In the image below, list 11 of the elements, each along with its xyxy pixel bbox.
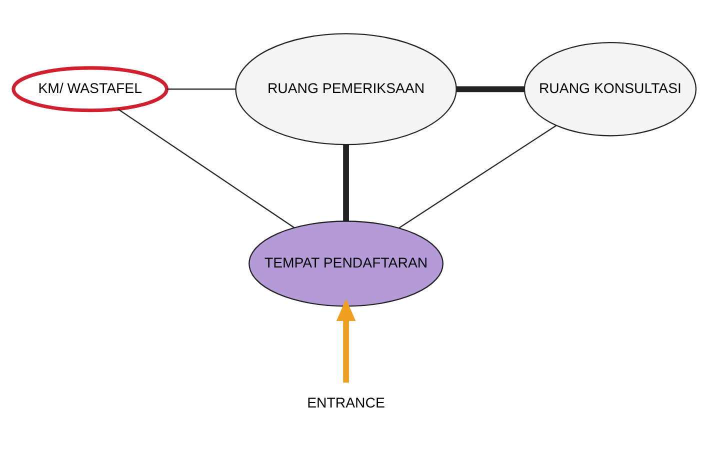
connector bbox=[118, 108, 295, 228]
connector bbox=[398, 125, 556, 228]
connector bbox=[343, 144, 349, 221]
node-ellipse: KM/ WASTAFEL bbox=[12, 66, 169, 112]
connector bbox=[167, 88, 236, 90]
connector bbox=[456, 86, 524, 92]
node-ellipse: RUANG PEMERIKSAAN bbox=[235, 33, 457, 146]
arrow bbox=[336, 298, 356, 383]
node-text: ENTRANCE bbox=[307, 394, 385, 411]
node-ellipse: TEMPAT PENDAFTARAN bbox=[248, 220, 444, 307]
node-ellipse: RUANG KONSULTASI bbox=[524, 42, 697, 136]
